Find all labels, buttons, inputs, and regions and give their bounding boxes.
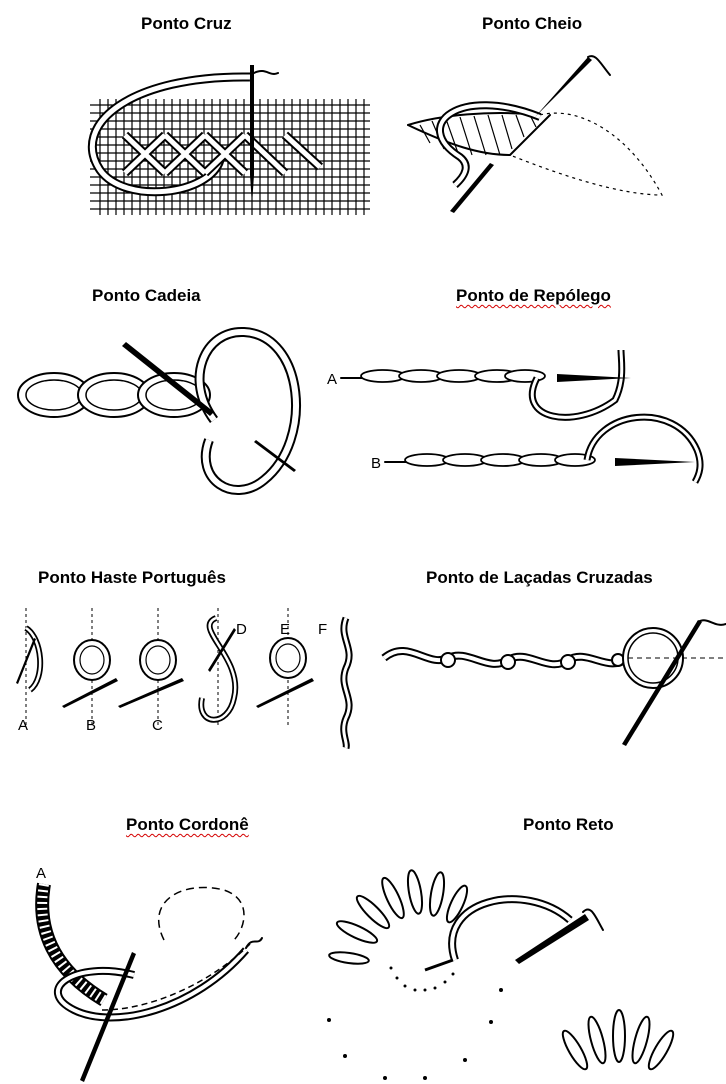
row-b-stitches <box>404 453 596 467</box>
label-e: E <box>280 621 290 638</box>
leaf-outline <box>509 112 664 196</box>
label-a: A <box>327 371 337 388</box>
illustration-ponto-cheio <box>407 55 664 213</box>
needle-diagonal <box>122 342 214 416</box>
title-ponto-cruz: Ponto Cruz <box>141 14 232 33</box>
label-c: C <box>152 717 163 734</box>
radiating-stitches <box>328 869 469 965</box>
label-f: F <box>318 621 327 638</box>
title-ponto-cadeia: Ponto Cadeia <box>92 286 201 305</box>
row-a-stitches <box>360 369 546 383</box>
label-b: B <box>86 717 96 734</box>
label-a: A <box>36 865 46 882</box>
illustration-ponto-cruz <box>87 65 370 215</box>
illustration-ponto-reto <box>327 869 675 1080</box>
needle-bottom <box>450 163 494 213</box>
title-ponto-cheio: Ponto Cheio <box>482 14 583 33</box>
title-ponto-haste-portugues: Ponto Haste Português <box>38 568 226 587</box>
label-d: D <box>236 621 247 638</box>
title-ponto-lacadas-cruzadas: Ponto de Laçadas Cruzadas <box>426 568 653 587</box>
illustration-ponto-haste-portugues: A B C D E F <box>16 608 353 750</box>
label-a: A <box>18 717 28 734</box>
chain-links <box>17 372 211 418</box>
dotted-guide <box>327 966 503 1080</box>
stem-step-f: F <box>318 616 353 750</box>
stem-step-b: B <box>62 639 118 734</box>
needle <box>250 65 254 205</box>
illustration-ponto-lacadas-cruzadas <box>381 619 726 746</box>
dashed-guide <box>157 886 245 941</box>
label-b: B <box>371 455 381 472</box>
illustration-ponto-repolego: A B <box>327 349 704 484</box>
stem-step-c: C <box>118 639 184 734</box>
stem-step-a: A <box>16 625 44 734</box>
needle <box>515 914 589 964</box>
needle-row-a <box>557 374 631 382</box>
title-ponto-repolego: Ponto de Repólego <box>456 286 611 305</box>
illustration-ponto-cordone: A <box>35 865 263 1082</box>
loop-knots <box>440 652 625 670</box>
title-ponto-cordone: Ponto Cordonê <box>126 815 249 834</box>
needle <box>80 952 136 1082</box>
fan-stitches <box>561 1009 675 1071</box>
illustration-ponto-cadeia <box>17 327 302 495</box>
satin-coil <box>35 882 108 1007</box>
cross-stitches <box>121 131 324 177</box>
needle-top <box>535 57 592 117</box>
stem-step-e: E <box>256 621 314 708</box>
needle-row-b <box>615 458 695 466</box>
needle <box>622 620 702 746</box>
title-ponto-reto: Ponto Reto <box>523 815 614 834</box>
needle-right <box>254 440 296 472</box>
stem-step-d: D <box>198 615 247 723</box>
